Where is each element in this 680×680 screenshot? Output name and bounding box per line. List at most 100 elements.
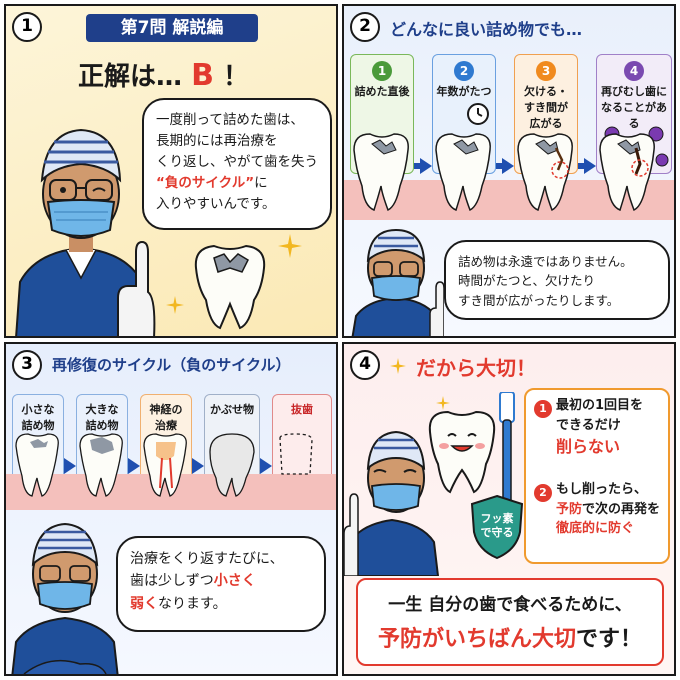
point-number: 2 bbox=[534, 484, 552, 502]
bubble-line: すき間が広がったりします。 bbox=[458, 292, 620, 308]
step-label: 詰め物 bbox=[21, 419, 55, 432]
speech-bubble: 一度削って詰めた歯は、 長期的には再治療を くり返し、やがて歯を失う “負のサイ… bbox=[142, 98, 332, 230]
answer-prefix: 正解は… bbox=[78, 62, 183, 92]
conclusion-line: 一生 自分の歯で食べるために、 bbox=[388, 595, 632, 615]
answer-heading: 正解は… B ！ bbox=[78, 56, 249, 93]
bubble-line: 一度削って詰めた歯は、 bbox=[156, 112, 304, 128]
dentist-illustration bbox=[351, 228, 444, 336]
shield-line: で守る bbox=[480, 525, 514, 539]
bubble-line: くり返し、やがて歯を失う bbox=[156, 153, 318, 170]
answer-letter: B bbox=[191, 58, 214, 93]
arrow-shaft bbox=[496, 163, 504, 169]
stage-label: すき間が bbox=[524, 101, 568, 114]
bubble-line: 歯は少しずつ小さく bbox=[130, 570, 312, 592]
arrow-right-icon bbox=[260, 458, 272, 474]
point-emphasis: 予防 bbox=[556, 501, 583, 517]
bubble-emphasis: 小さく bbox=[213, 573, 256, 590]
step-label: 神経の bbox=[149, 403, 183, 416]
panel-4: 4 だから大切！ フッ素 で守る bbox=[342, 342, 676, 676]
sparkle-icon bbox=[278, 234, 302, 258]
step-label: 大きな bbox=[85, 403, 119, 416]
stage-card: 4 再びむし歯に なることがある bbox=[596, 54, 672, 174]
sparkle-icon bbox=[436, 396, 450, 410]
arrow-right-icon bbox=[584, 158, 596, 174]
arrow-shaft bbox=[414, 163, 422, 169]
stage-label: なることがある bbox=[601, 101, 667, 130]
arrow-right-icon bbox=[64, 458, 76, 474]
question-badge: 第7問 解説編 bbox=[86, 14, 258, 42]
sparkle-icon bbox=[390, 358, 406, 374]
panel-2: 2 どんなに良い詰め物でも… 1 詰めた直後 2 年数がたつ 3 欠ける・ すき… bbox=[342, 4, 676, 338]
restoration-cycle-teeth bbox=[6, 433, 336, 510]
panel-title: どんなに良い詰め物でも… bbox=[390, 20, 583, 39]
step-label: 抜歯 bbox=[291, 403, 313, 416]
stage-number: 3 bbox=[536, 61, 556, 81]
shield-icon bbox=[470, 494, 524, 560]
bubble-line: 詰め物は永遠ではありません。 bbox=[458, 254, 633, 269]
point-number: 1 bbox=[534, 400, 552, 418]
conclusion-emphasis: 予防がいちばん大切 bbox=[377, 627, 576, 652]
dentist-illustration bbox=[11, 522, 119, 674]
stage-label: 詰めた直後 bbox=[354, 85, 410, 98]
speech-bubble: 詰め物は永遠ではありません。 時間がたつと、欠けたり すき間が広がったりします。 bbox=[444, 240, 670, 320]
point-2: もし削ったら、 予防で次の再発を 徹底的に防ぐ bbox=[556, 480, 668, 539]
point-line: 予防で次の再発を bbox=[556, 500, 668, 520]
teeth-progression bbox=[344, 133, 674, 220]
panel-number: 4 bbox=[350, 350, 380, 380]
shield-label: フッ素 で守る bbox=[472, 512, 522, 540]
panel-number: 2 bbox=[350, 12, 380, 42]
bubble-line: 長期的には再治療を bbox=[156, 132, 278, 149]
point-emphasis: 削らない bbox=[556, 437, 621, 456]
conclusion-box: 一生 自分の歯で食べるために、 予防がいちばん大切です！ bbox=[356, 578, 664, 666]
clock-icon bbox=[467, 103, 489, 125]
step-label: 小さな bbox=[21, 403, 55, 416]
arrow-right-icon bbox=[420, 158, 432, 174]
bubble-line: 入りやすいんです。 bbox=[156, 195, 276, 212]
point-line: 最初の1回目を bbox=[556, 398, 644, 413]
dentist-illustration bbox=[15, 128, 156, 336]
stage-label: 再びむし歯に bbox=[601, 85, 667, 98]
step-label: かぶせ物 bbox=[210, 403, 254, 416]
point-emphasis: 徹底的に防ぐ bbox=[556, 521, 635, 536]
point-1: 最初の1回目を できるだけ 削らない bbox=[556, 396, 666, 459]
bubble-emphasis: “負のサイクル” bbox=[156, 174, 255, 191]
stage-label: 広がる bbox=[529, 117, 563, 130]
bubble-emphasis: 弱く bbox=[130, 595, 158, 612]
shield-line: フッ素 bbox=[480, 512, 514, 525]
panel-3: 3 再修復のサイクル（負のサイクル） 小さな 詰め物 大きな 詰め物 神経の 治… bbox=[4, 342, 338, 676]
speech-bubble: 治療をくり返すたびに、 歯は少しずつ小さく 弱くなります。 bbox=[116, 536, 326, 632]
toothbrush-icon bbox=[499, 392, 515, 516]
stage-number: 1 bbox=[372, 61, 392, 81]
arrow-right-icon bbox=[128, 458, 140, 474]
bubble-line: “負のサイクル”に bbox=[156, 173, 318, 194]
point-line: できるだけ bbox=[556, 417, 621, 433]
filled-tooth-icon bbox=[194, 244, 266, 330]
panel-number: 3 bbox=[12, 350, 42, 380]
panel-title: だから大切！ bbox=[416, 356, 536, 380]
conclusion-line: 予防がいちばん大切です！ bbox=[358, 621, 662, 653]
bubble-text: なります。 bbox=[158, 595, 227, 612]
arrow-shaft bbox=[578, 163, 586, 169]
answer-suffix: ！ bbox=[223, 62, 250, 92]
panel-1: 1 第7問 解説編 正解は… B ！ bbox=[4, 4, 338, 338]
dentist-illustration bbox=[344, 430, 440, 576]
bubble-line: 時間がたつと、欠けたり bbox=[458, 273, 596, 289]
arrow-right-icon bbox=[192, 458, 204, 474]
bubble-line: 弱くなります。 bbox=[130, 593, 312, 615]
panel-number: 1 bbox=[12, 12, 42, 42]
bubble-line: 治療をくり返すたびに、 bbox=[130, 551, 284, 567]
arrow-right-icon bbox=[502, 158, 514, 174]
step-label: 詰め物 bbox=[85, 419, 119, 432]
sparkle-icon bbox=[166, 296, 184, 314]
point-text: で次の再発を bbox=[582, 501, 661, 517]
stage-number: 4 bbox=[624, 61, 644, 81]
conclusion-end: です！ bbox=[576, 627, 643, 652]
key-points-box bbox=[524, 388, 670, 564]
step-label: 治療 bbox=[155, 419, 177, 432]
stage-label: 欠ける・ bbox=[524, 85, 568, 98]
panel-title: 再修復のサイクル（負のサイクル） bbox=[52, 356, 291, 374]
stage-label: 年数がたつ bbox=[436, 85, 492, 98]
bubble-text: 歯は少しずつ bbox=[130, 573, 214, 590]
point-line: もし削ったら、 bbox=[556, 482, 648, 497]
